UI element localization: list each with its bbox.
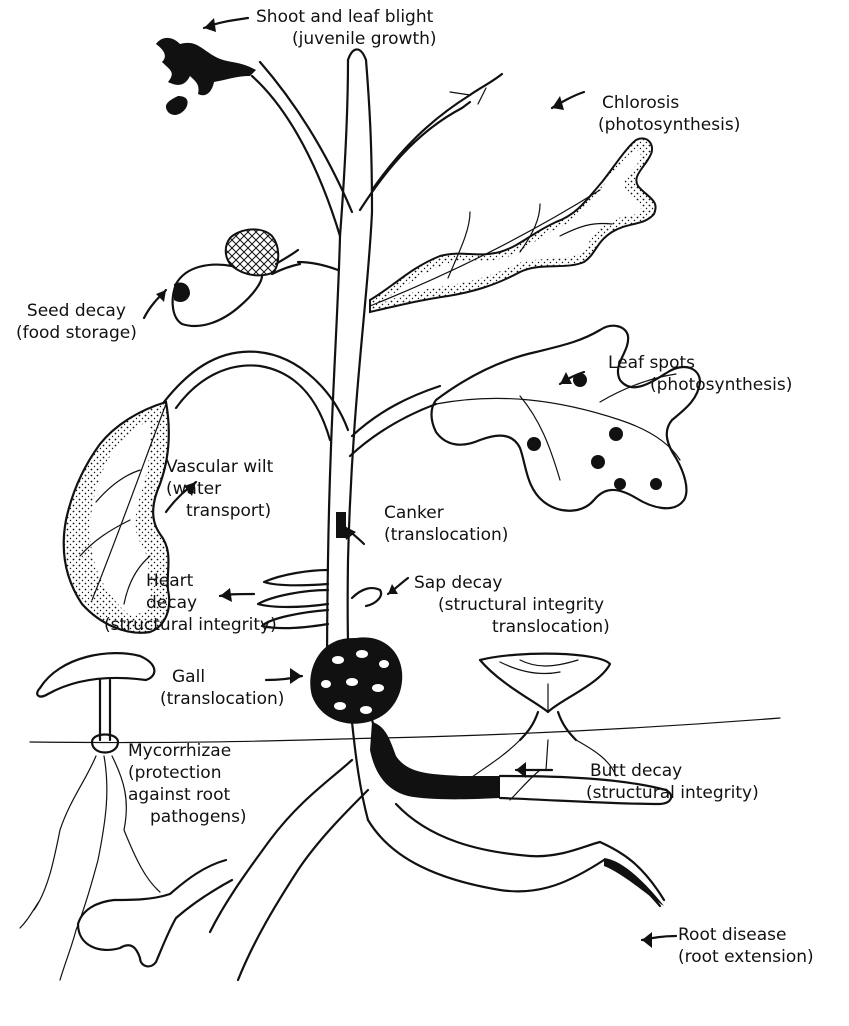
leaf-spot bbox=[614, 478, 626, 490]
label-mycorrhizae-function-3: pathogens) bbox=[128, 806, 247, 828]
label-leaf-spots: Leaf spots (photosynthesis) bbox=[602, 352, 792, 396]
butt-decay-mushroom-gills bbox=[500, 660, 578, 712]
leaf-spot bbox=[650, 478, 662, 490]
label-sap-decay-title: Sap decay bbox=[414, 572, 610, 594]
label-chlorosis: Chlorosis (photosynthesis) bbox=[598, 92, 740, 136]
leaf-spot bbox=[591, 455, 605, 469]
label-butt-decay: Butt decay (structural integrity) bbox=[586, 760, 759, 804]
upper-stem bbox=[340, 60, 372, 236]
shoot-branch bbox=[252, 62, 352, 236]
leaf-spots-branch bbox=[350, 386, 440, 456]
label-chlorosis-function: (photosynthesis) bbox=[598, 114, 740, 136]
label-chlorosis-title: Chlorosis bbox=[598, 92, 740, 114]
leaf-spot bbox=[527, 437, 541, 451]
label-root-disease-title: Root disease bbox=[678, 924, 814, 946]
canker-lesion bbox=[336, 512, 346, 538]
acorn-stalk-join bbox=[298, 262, 338, 270]
label-leaf-spots-title: Leaf spots bbox=[602, 352, 792, 374]
label-vascular-wilt-function-1: (water bbox=[166, 478, 273, 500]
label-butt-decay-title: Butt decay bbox=[586, 760, 759, 782]
label-sap-decay: Sap decay (structural integrity transloc… bbox=[414, 572, 610, 638]
label-mycorrhizae-function-1: (protection bbox=[128, 762, 247, 784]
butt-decay-mushroom-cap bbox=[480, 654, 610, 712]
acorn-cap bbox=[226, 229, 279, 275]
label-canker: Canker (translocation) bbox=[384, 502, 508, 546]
label-vascular-wilt: Vascular wilt (water transport) bbox=[166, 456, 273, 522]
label-shoot-blight-function: (juvenile growth) bbox=[256, 28, 437, 50]
ground-line bbox=[30, 718, 780, 743]
seed-decay-spot bbox=[174, 282, 190, 302]
mycorrhizae-bulb bbox=[92, 735, 118, 753]
label-mycorrhizae: Mycorrhizae (protection against root pat… bbox=[128, 740, 247, 828]
label-butt-decay-function: (structural integrity) bbox=[586, 782, 759, 804]
label-sap-decay-function-2: translocation) bbox=[414, 616, 610, 638]
mycorrhizae-stipe bbox=[100, 680, 110, 740]
sap-decay-conk bbox=[352, 588, 381, 606]
label-gall-function: (translocation) bbox=[160, 688, 284, 710]
wilt-branch bbox=[164, 352, 348, 440]
label-mycorrhizae-title: Mycorrhizae bbox=[128, 740, 247, 762]
label-gall-title: Gall bbox=[160, 666, 284, 688]
stem-tip bbox=[348, 49, 366, 60]
main-stem bbox=[327, 212, 372, 712]
butt-decay-mushroom-stipe bbox=[520, 712, 576, 740]
label-vascular-wilt-title: Vascular wilt bbox=[166, 456, 273, 478]
label-canker-function: (translocation) bbox=[384, 524, 508, 546]
label-vascular-wilt-function-2: transport) bbox=[166, 500, 273, 522]
label-seed-decay-title: Seed decay bbox=[16, 300, 137, 322]
label-root-disease-function: (root extension) bbox=[678, 946, 814, 968]
upper-twig bbox=[360, 74, 502, 210]
label-heart-decay: Heart decay (structural integrity) bbox=[104, 570, 277, 636]
lower-root-center bbox=[368, 804, 604, 891]
shoot-blight-leaf bbox=[156, 38, 256, 95]
label-heart-decay-function: (structural integrity) bbox=[104, 614, 277, 636]
shoot-blight-lobes bbox=[166, 96, 188, 115]
mycorrhizal-root bbox=[78, 860, 232, 966]
label-root-disease: Root disease (root extension) bbox=[678, 924, 814, 968]
label-seed-decay-function: (food storage) bbox=[16, 322, 137, 344]
label-mycorrhizae-function-2: against root bbox=[128, 784, 247, 806]
label-shoot-blight: Shoot and leaf blight (juvenile growth) bbox=[256, 6, 437, 50]
label-sap-decay-function-1: (structural integrity bbox=[414, 594, 610, 616]
label-leaf-spots-function: (photosynthesis) bbox=[602, 374, 792, 396]
label-gall: Gall (translocation) bbox=[160, 666, 284, 710]
label-heart-decay-title-1: Heart bbox=[104, 570, 277, 592]
mycorrhizae-cap bbox=[37, 653, 154, 696]
label-canker-title: Canker bbox=[384, 502, 508, 524]
label-heart-decay-title-2: decay bbox=[104, 592, 277, 614]
leaf-spot bbox=[609, 427, 623, 441]
butt-decay bbox=[370, 722, 500, 799]
root-disease-tip bbox=[604, 858, 664, 906]
label-seed-decay: Seed decay (food storage) bbox=[16, 300, 137, 344]
label-shoot-blight-title: Shoot and leaf blight bbox=[256, 6, 437, 28]
